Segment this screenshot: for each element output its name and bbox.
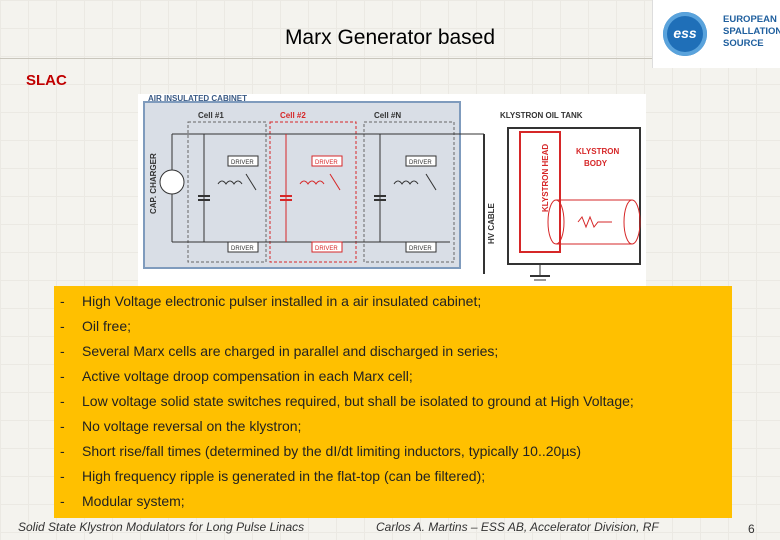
oil-tank-box bbox=[507, 127, 641, 265]
title-divider bbox=[0, 58, 652, 59]
ess-logo: ess EUROPEAN SPALLATION SOURCE bbox=[652, 0, 780, 68]
cell-2-bottom-driver bbox=[311, 241, 343, 253]
cell-2-switch bbox=[329, 173, 341, 191]
klystron-body-label-2: BODY bbox=[584, 159, 608, 168]
cell-1-box bbox=[187, 121, 267, 263]
oil-tank-label: KLYSTRON OIL TANK bbox=[500, 111, 583, 120]
list-item-text: No voltage reversal on the klystron; bbox=[82, 418, 302, 434]
cell-1-top-driver bbox=[227, 155, 259, 167]
circuit-svg: AIR INSULATED CABINET CAP. CHARGER Cell … bbox=[143, 94, 641, 281]
cell-2-label: Cell #2 bbox=[280, 111, 306, 120]
ess-logo-line-3: SOURCE bbox=[723, 38, 764, 49]
ess-logo-mark-text: ess bbox=[673, 25, 697, 41]
cap-charger-label: CAP. CHARGER bbox=[149, 153, 158, 214]
ess-logo-mark: ess bbox=[663, 12, 707, 56]
list-item-text: Low voltage solid state switches require… bbox=[82, 393, 634, 409]
klystron-head-label: KLYSTRON HEAD bbox=[541, 144, 550, 212]
list-item: - High Voltage electronic pulser installe… bbox=[54, 288, 732, 313]
list-item: - Active voltage droop compensation in ea… bbox=[54, 363, 732, 388]
cell-1-switch bbox=[245, 173, 257, 191]
list-item: - Several Marx cells are charged in paral… bbox=[54, 338, 732, 363]
marx-circuit-diagram: AIR INSULATED CABINET CAP. CHARGER Cell … bbox=[138, 94, 646, 290]
list-item-dash: - bbox=[60, 368, 65, 384]
ess-logo-text: EUROPEAN SPALLATION SOURCE bbox=[723, 14, 780, 50]
hv-cable-label: HV CABLE bbox=[487, 202, 496, 244]
list-item-dash: - bbox=[60, 393, 65, 409]
list-item-text: High frequency ripple is generated in th… bbox=[82, 468, 486, 484]
list-item-dash: - bbox=[60, 468, 65, 484]
list-item: - Oil free; bbox=[54, 313, 732, 338]
klystron-head-box bbox=[519, 131, 561, 253]
list-item-text: High Voltage electronic pulser installed… bbox=[82, 293, 482, 309]
klystron-body-label-1: KLYSTRON bbox=[576, 147, 619, 156]
ess-logo-line-1: EUROPEAN bbox=[723, 14, 777, 25]
cell-1-inductor bbox=[217, 180, 243, 185]
cell-n-box bbox=[363, 121, 455, 263]
list-item-dash: - bbox=[60, 343, 65, 359]
list-item-text: Active voltage droop compensation in eac… bbox=[82, 368, 413, 384]
list-item-dash: - bbox=[60, 418, 65, 434]
footer-presentation-title: Solid State Klystron Modulators for Long… bbox=[18, 520, 305, 534]
cell-2-top-driver bbox=[311, 155, 343, 167]
cell-1-top-driver-label: DRIVER bbox=[231, 160, 254, 166]
list-item-dash: - bbox=[60, 293, 65, 309]
list-item-text: Modular system; bbox=[82, 493, 185, 509]
ess-logo-line-2: SPALLATION bbox=[723, 26, 780, 37]
charger-source-icon bbox=[159, 169, 185, 195]
list-item-text: Several Marx cells are charged in parall… bbox=[82, 343, 499, 359]
klystron-resistor bbox=[577, 215, 612, 229]
cell-1-bottom-driver bbox=[227, 241, 259, 253]
list-item: - Short rise/fall times (determined by th… bbox=[54, 438, 732, 463]
cell-n-top-driver-label: DRIVER bbox=[409, 160, 432, 166]
list-item-dash: - bbox=[60, 443, 65, 459]
slide-subtitle: SLAC bbox=[26, 72, 67, 89]
list-item-dash: - bbox=[60, 493, 65, 509]
cell-n-top-driver bbox=[405, 155, 437, 167]
page-number: 6 bbox=[748, 522, 755, 536]
cell-2-bottom-driver-label: DRIVER bbox=[315, 246, 338, 252]
footer-author: Carlos A. Martins – ESS AB, Accelerator … bbox=[376, 520, 659, 534]
cell-2-box bbox=[269, 121, 357, 263]
list-item-dash: - bbox=[60, 318, 65, 334]
cell-1-label: Cell #1 bbox=[198, 111, 224, 120]
list-item: - Low voltage solid state switches requir… bbox=[54, 388, 732, 413]
feature-list: - High Voltage electronic pulser installe… bbox=[54, 286, 732, 518]
cell-n-switch bbox=[425, 173, 437, 191]
list-item-text: Short rise/fall times (determined by the… bbox=[82, 443, 582, 459]
cell-n-bottom-driver bbox=[405, 241, 437, 253]
cell-1-bottom-driver-label: DRIVER bbox=[231, 246, 254, 252]
list-item: - No voltage reversal on the klystron; bbox=[54, 413, 732, 438]
cabinet-box bbox=[143, 101, 461, 269]
klystron-collector bbox=[623, 199, 641, 245]
list-item: - High frequency ripple is generated in t… bbox=[54, 463, 732, 488]
cell-2-top-driver-label: DRIVER bbox=[315, 160, 338, 166]
cell-n-label: Cell #N bbox=[374, 111, 401, 120]
cell-2-inductor bbox=[299, 180, 325, 185]
cell-n-bottom-driver-label: DRIVER bbox=[409, 246, 432, 252]
list-item-text: Oil free; bbox=[82, 318, 132, 334]
cabinet-label: AIR INSULATED CABINET bbox=[148, 94, 247, 103]
cell-n-inductor bbox=[393, 180, 419, 185]
slide-title: Marx Generator based bbox=[284, 26, 496, 49]
list-item: - Modular system; bbox=[54, 488, 732, 513]
